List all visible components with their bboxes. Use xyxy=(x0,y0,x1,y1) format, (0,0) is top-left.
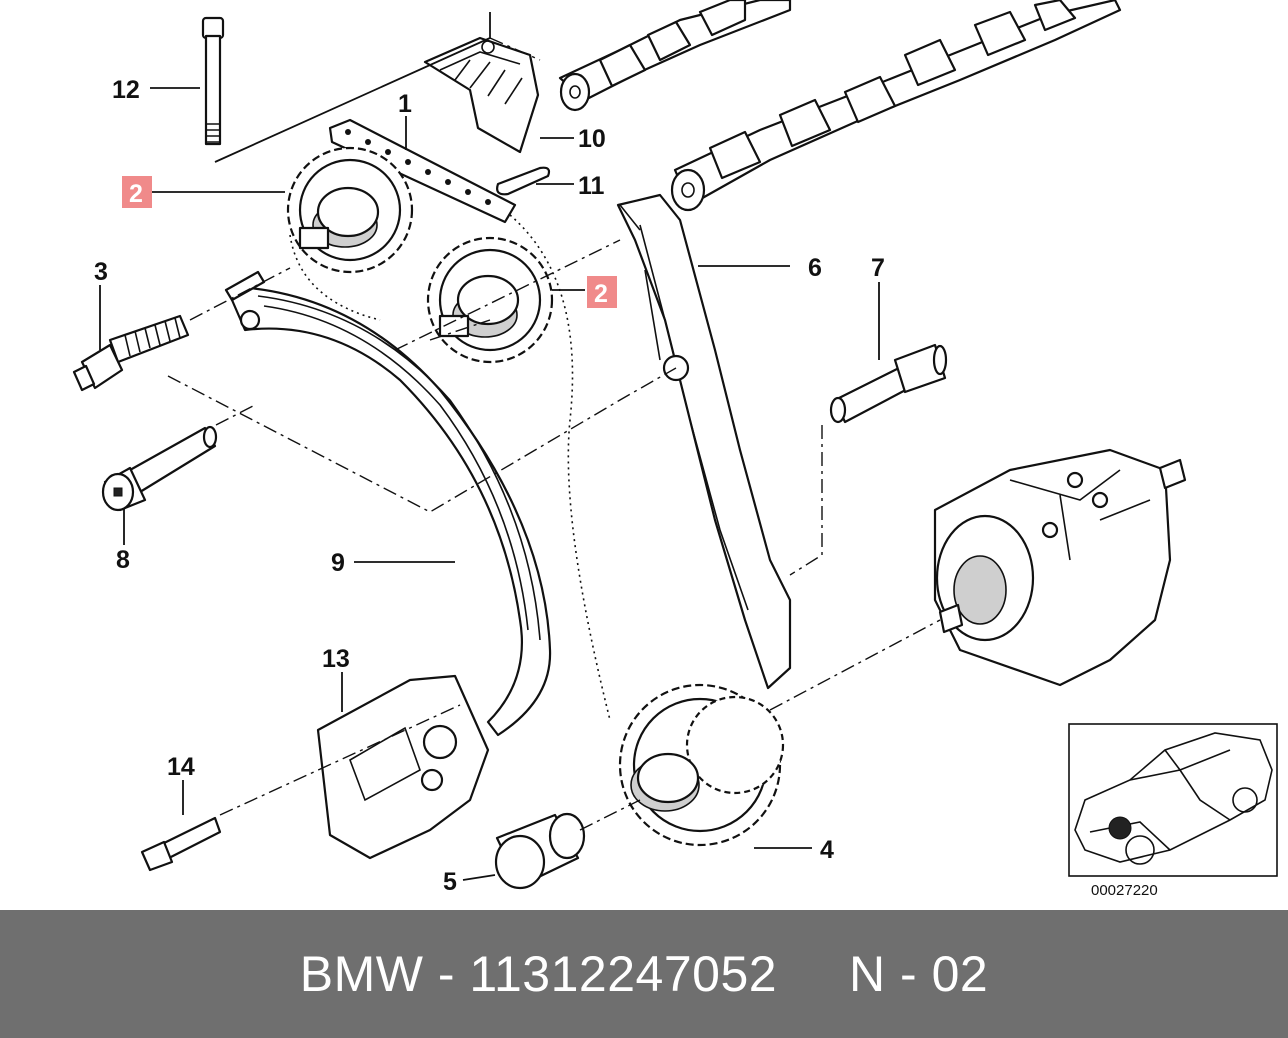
pin-7 xyxy=(829,343,948,424)
camshaft-upper xyxy=(558,0,792,112)
callout-7: 7 xyxy=(871,254,885,282)
callout-3: 3 xyxy=(94,258,108,286)
crank-sprocket xyxy=(618,683,785,847)
callout-2-highlight xyxy=(587,276,617,308)
parts-diagram: 1 2 2 3 4 5 6 7 8 9 10 11 12 13 14 00027… xyxy=(72,0,1278,899)
callout-13: 13 xyxy=(322,645,350,673)
callout-14: 14 xyxy=(167,753,195,781)
callouts: 1 2 2 3 4 5 6 7 8 9 10 11 12 13 14 xyxy=(94,76,885,896)
chain-clip xyxy=(496,166,551,196)
vehicle-inset: 00027220 xyxy=(1068,723,1278,899)
callout-1: 1 xyxy=(398,90,412,118)
callout-8: 8 xyxy=(116,546,130,574)
callout-11: 11 xyxy=(578,172,605,200)
leader-lines xyxy=(99,87,880,881)
upper-chain-guide xyxy=(423,36,540,154)
timing-chain-exploded-view: 1 2 2 3 4 5 6 7 8 9 10 11 12 13 14 00027… xyxy=(72,0,1278,899)
tensioner-rail xyxy=(224,270,552,737)
chain-tensioner-13 xyxy=(316,674,490,860)
fuel-pump xyxy=(933,448,1187,687)
callout-10: 10 xyxy=(578,125,606,153)
callout-12: 12 xyxy=(112,76,140,104)
footer-text: BMW - 11312247052 N - 02 xyxy=(299,946,989,1002)
sprocket-right xyxy=(426,236,554,364)
callout-4: 4 xyxy=(820,836,834,864)
callout-2: 2 xyxy=(594,280,608,308)
bolt-3 xyxy=(72,314,190,392)
bolt-12 xyxy=(201,16,225,146)
alignment-lines xyxy=(167,12,941,831)
inset-code: 00027220 xyxy=(1091,882,1158,899)
footer-bar: BMW - 11312247052 N - 02 xyxy=(0,910,1288,1038)
sleeve-5 xyxy=(494,812,586,890)
location-marker-icon xyxy=(1108,816,1132,840)
camshaft-lower xyxy=(670,0,1122,212)
sprocket-left xyxy=(286,146,414,274)
callout-9: 9 xyxy=(331,549,345,577)
callout-6: 6 xyxy=(808,254,822,282)
guide-rail xyxy=(616,193,792,690)
callout-2: 2 xyxy=(129,180,143,208)
timing-chain xyxy=(328,118,517,224)
callout-2-highlight xyxy=(122,176,152,208)
pin-8 xyxy=(101,425,218,512)
bolt-14 xyxy=(140,816,222,872)
callout-5: 5 xyxy=(443,868,457,896)
